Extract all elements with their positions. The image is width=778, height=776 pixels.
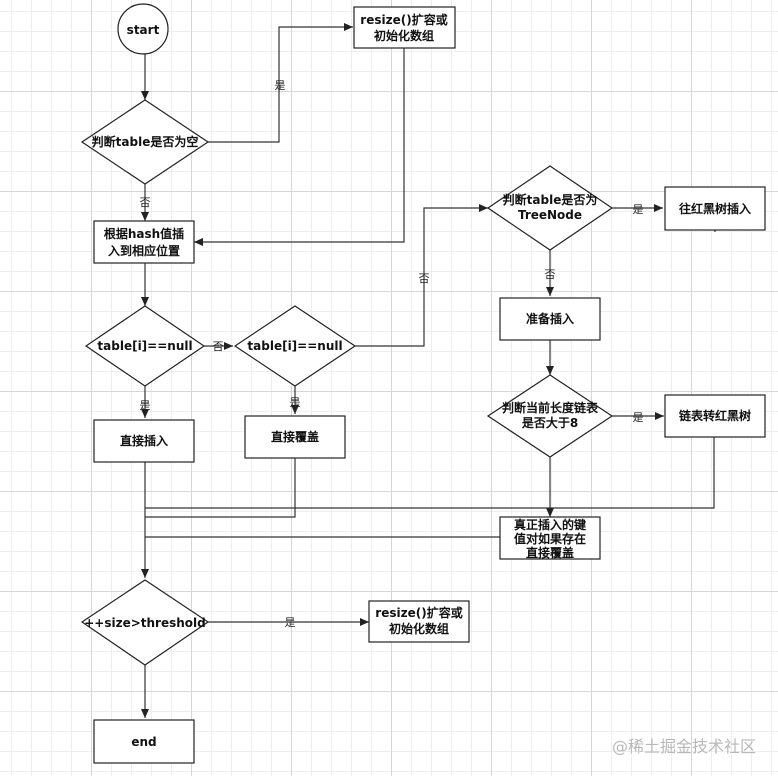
prepare-insert-label: 准备插入	[526, 311, 574, 326]
edge-label-empty-yes: 是	[275, 79, 286, 92]
insert-by-hash-label-line2: 入到相应位置	[108, 243, 180, 258]
edge-empty-yes-to-resize	[208, 23, 353, 143]
edge-label-size-yes: 是	[285, 616, 296, 629]
insert-by-hash-node	[93, 220, 195, 264]
edge-label-length-yes: 是	[633, 411, 644, 424]
real-insert-node	[499, 516, 601, 560]
end-label: end	[131, 735, 156, 749]
start-label: start	[127, 23, 160, 37]
direct-insert-label: 直接插入	[120, 433, 168, 448]
resize-node-bottom	[368, 600, 470, 643]
null-check-2-label: table[i]==null	[247, 339, 342, 353]
insert-by-hash-label-line1: 根据hash值插	[104, 226, 184, 241]
edge-label-null1-no: 否	[213, 340, 224, 353]
real-insert-label-line3: 直接覆盖	[526, 545, 574, 560]
edge-label-treenode-no: 否	[545, 268, 556, 281]
empty-check-decision	[80, 99, 210, 185]
start-node	[117, 3, 169, 55]
resize-node-top	[353, 6, 456, 49]
edge-label-treenode-yes: 是	[633, 203, 644, 216]
length-check-label-line2: 是否大于8	[521, 415, 578, 430]
direct-insert-node	[93, 419, 195, 463]
resize-top-label-line2: 初始化数组	[374, 28, 434, 43]
size-check-label: ++size>threshold	[84, 616, 206, 630]
edge-label-empty-no: 否	[140, 196, 151, 209]
edge-label-null2-yes: 是	[290, 396, 301, 409]
treenode-check-label-line2: TreeNode	[518, 208, 582, 222]
null-check-decision-1	[84, 305, 206, 387]
real-insert-label-line2: 值对如果存在	[514, 531, 586, 546]
tree-insert-node	[664, 186, 766, 231]
watermark-text: @稀土掘金技术社区	[611, 737, 756, 756]
length-check-decision	[486, 374, 614, 458]
edge-label-null1-yes: 是	[140, 399, 151, 412]
resize-bottom-label-line1: resize()扩容或	[375, 605, 462, 620]
edge-direct-overwrite-to-merge	[145, 458, 296, 518]
treenode-check-label-line1: 判断table是否为	[503, 192, 598, 207]
prepare-insert-node	[499, 297, 601, 341]
null-check-1-label: table[i]==null	[97, 339, 192, 353]
resize-top-label-line1: resize()扩容或	[360, 12, 447, 27]
resize-bottom-label-line2: 初始化数组	[389, 621, 449, 636]
edge-null2-no-to-treenode	[355, 204, 488, 347]
direct-overwrite-node	[244, 415, 346, 459]
real-insert-label-line1: 真正插入的键	[514, 517, 586, 532]
end-node	[93, 719, 195, 764]
null-check-decision-2	[233, 305, 357, 387]
length-check-label-line1: 判断当前长度链表	[502, 400, 599, 415]
edge-list-to-tree-to-merge	[145, 437, 715, 509]
list-to-tree-node	[664, 394, 766, 438]
list-to-tree-label: 链表转红黑树	[679, 408, 751, 423]
edge-label-null2-no: 否	[419, 272, 430, 285]
direct-overwrite-label: 直接覆盖	[271, 429, 319, 444]
empty-check-label: 判断table是否为空	[92, 134, 199, 149]
size-check-decision	[80, 579, 210, 666]
treenode-check-decision	[486, 165, 614, 251]
edge-resize-to-insert-hash	[194, 48, 405, 246]
tree-insert-label: 往红黑树插入	[679, 201, 751, 216]
